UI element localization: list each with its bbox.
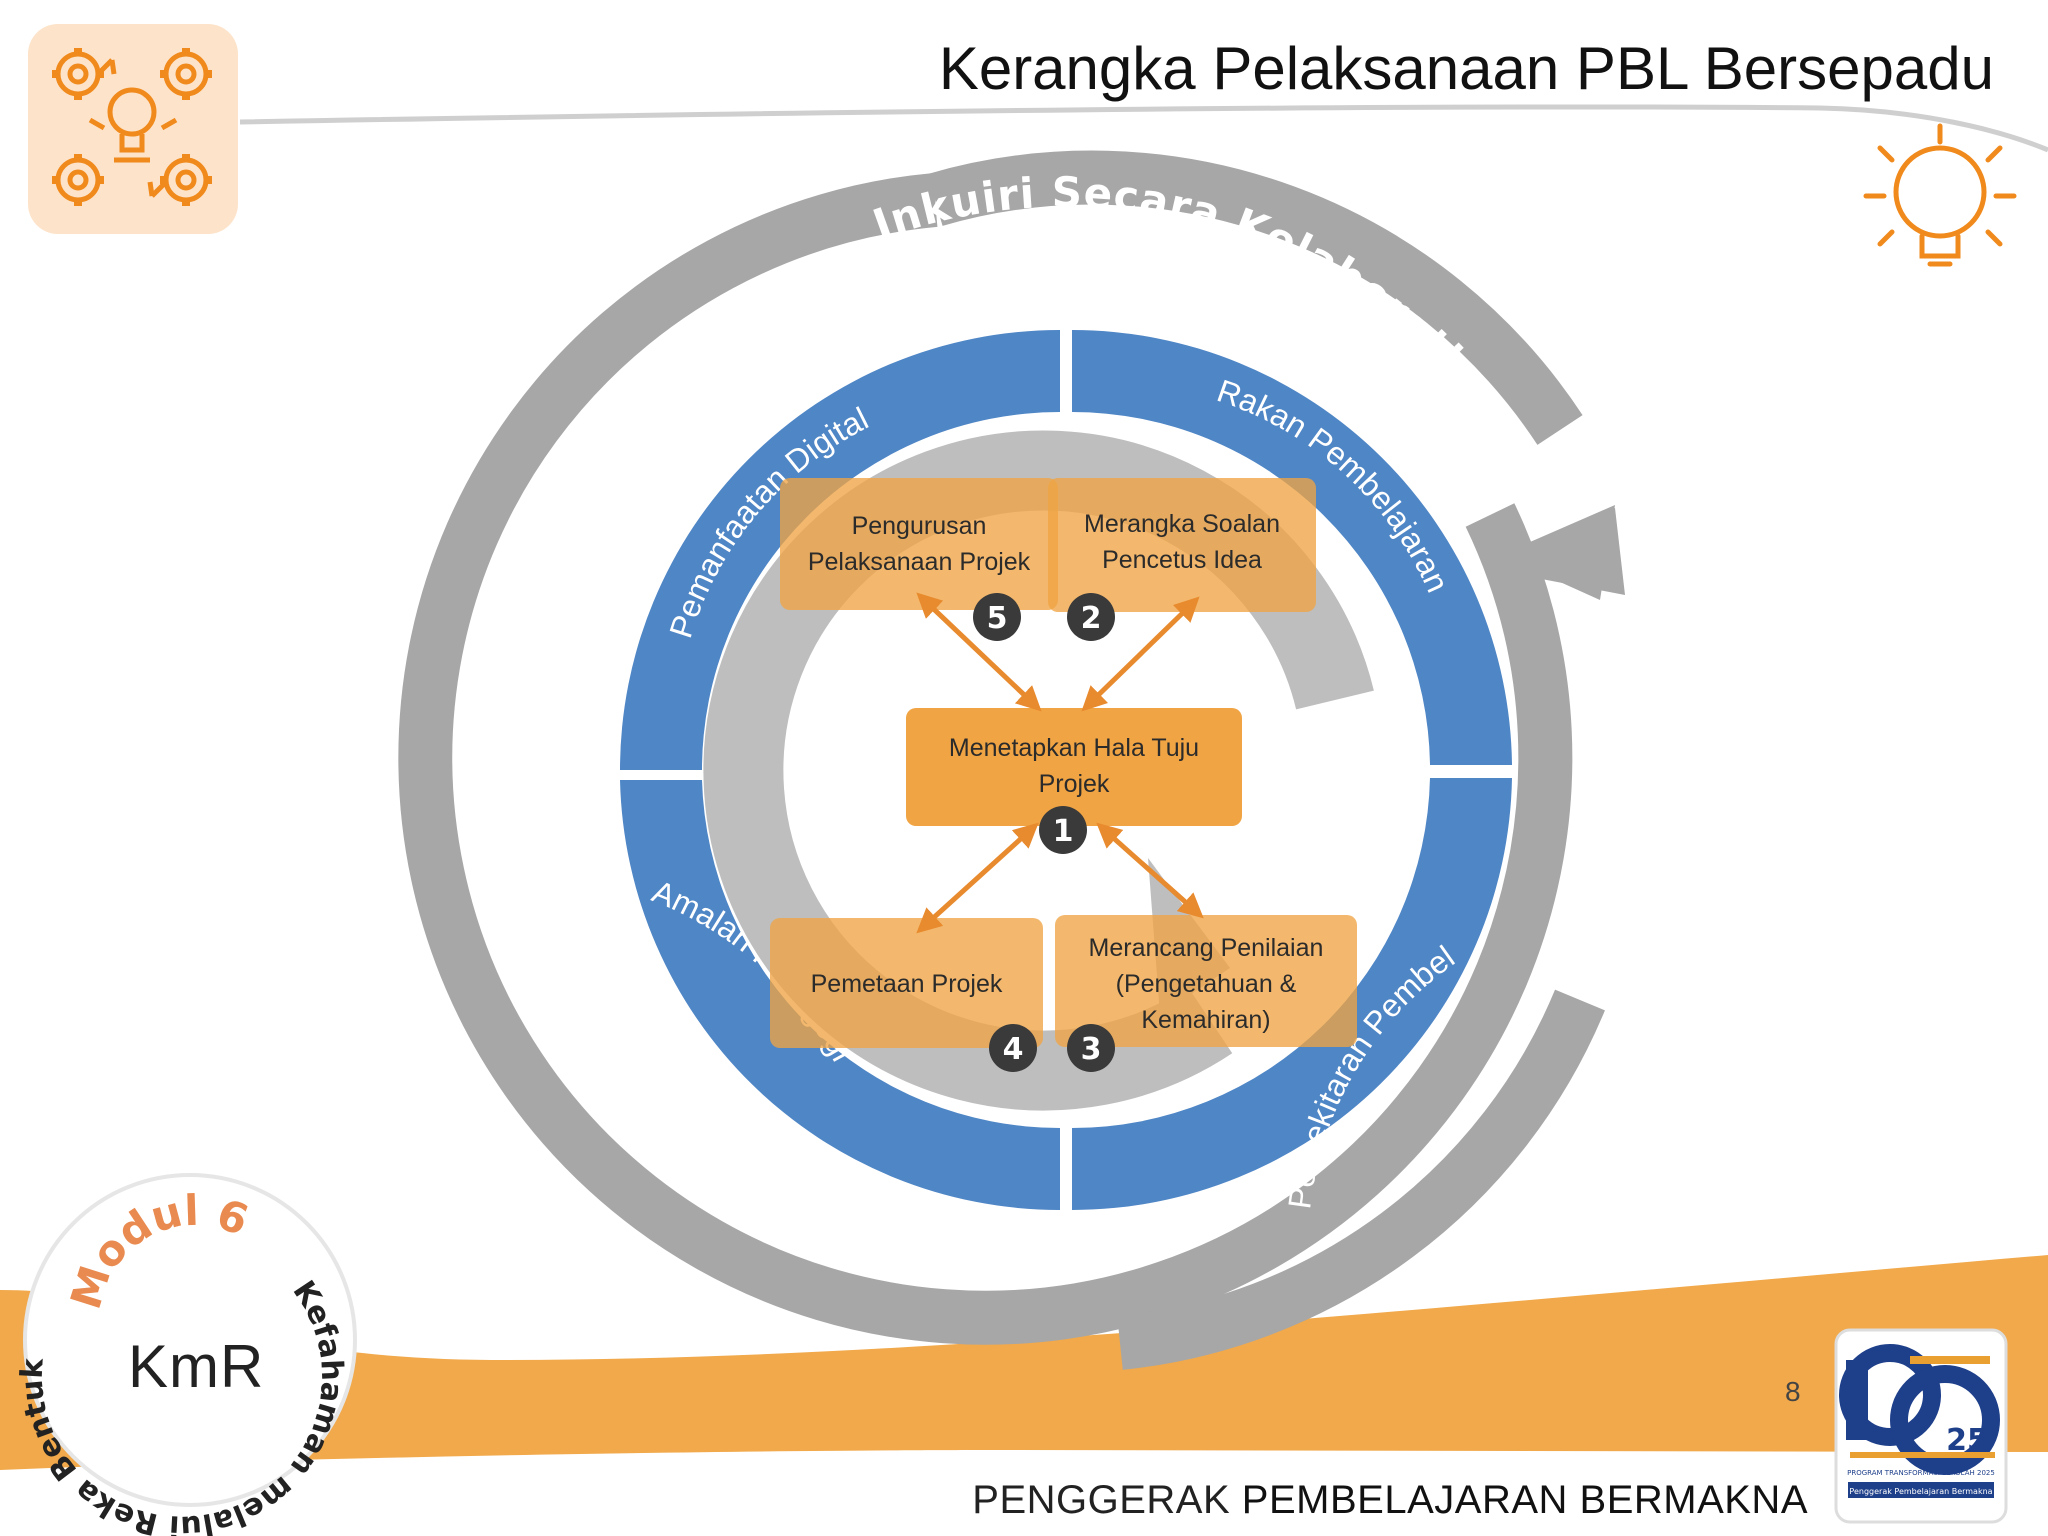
step-box-5 (780, 478, 1058, 610)
segment-amalan-pedagogi (620, 780, 1060, 1210)
page-title: Kerangka Pelaksanaan PBL Bersepadu (938, 35, 1994, 102)
badge-1: 1 (1053, 814, 1074, 849)
segment-rakan-pembelajaran (1072, 330, 1512, 765)
module-badge: Modul 6 Kefahaman melalui Reka Bentuk (15, 1173, 357, 1536)
logo-line1: PROGRAM TRANSFORMASI SEKOLAH 2025 (1847, 1469, 1995, 1477)
outer-ring (398, 173, 1573, 1345)
step-3-text: Merancang Penilaian (Pengetahuan & Kemah… (1055, 930, 1357, 1038)
badge-abbr: KmR (128, 1333, 265, 1400)
step-box-3 (1055, 915, 1357, 1047)
gears-lightbulb-icon (28, 24, 238, 234)
center-line1: Menetapkan Hala Tuju (948, 734, 1200, 762)
step-4-text: Pemetaan Projek (770, 966, 1043, 1002)
badge-4: 4 (1003, 1032, 1024, 1067)
step-3-line3: Kemahiran) (1141, 1006, 1271, 1034)
footer-bold: PEMBELAJARAN BERMAKNA (1241, 1478, 1808, 1522)
step-5-line2: Pelaksanaan Projek (807, 548, 1031, 576)
step-box-2 (1048, 478, 1316, 612)
segment-persekitaran-pembelajaran (1072, 778, 1512, 1211)
logo-line2: Penggerak Pembelajaran Bermakna (1849, 1487, 1992, 1496)
connector-arrows (916, 592, 1204, 934)
step-3-line1: Merancang Penilaian (1088, 934, 1324, 962)
step-2-text: Merangka Soalan Pencetus Idea (1048, 506, 1316, 578)
outer-ring-arrowhead-2 (1500, 505, 1615, 600)
outer-ring-bottom (1117, 989, 1605, 1370)
page-number: 8 (1785, 1376, 1801, 1407)
footer-light: PENGGERAK (972, 1478, 1231, 1522)
step-4-line1: Pemetaan Projek (810, 970, 1003, 998)
badge-3: 3 (1081, 1032, 1102, 1067)
outer-ring-tail (927, 150, 1583, 445)
step-2-line1: Merangka Soalan (1084, 510, 1280, 538)
center-line2: Projek (1038, 770, 1110, 798)
center-box (906, 708, 1242, 826)
header-divider (239, 104, 2048, 153)
lightbulb-icon (1863, 123, 2017, 267)
step-5-line1: Pengurusan (851, 512, 987, 540)
center-step-text: Menetapkan Hala Tuju Projek (906, 730, 1242, 802)
footer-white-band (0, 1450, 2048, 1536)
footer-tagline: PENGGERAK PEMBELAJARAN BERMAKNA (972, 1478, 1808, 1523)
badge-2: 2 (1081, 601, 1102, 636)
badge-5: 5 (987, 601, 1008, 636)
step-boxes (770, 478, 1357, 1048)
step-box-4 (770, 918, 1043, 1048)
blue-ring (620, 330, 1512, 1211)
ts25-logo: 25 PROGRAM TRANSFORMASI SEKOLAH 2025 Pen… (1834, 1328, 2008, 1524)
segment-pemanfaatan-digital (620, 330, 1060, 770)
logo-number: 25 (1946, 1423, 1988, 1458)
step-2-line2: Pencetus Idea (1102, 546, 1262, 574)
step-3-line2: (Pengetahuan & (1115, 970, 1297, 998)
step-5-text: Pengurusan Pelaksanaan Projek (780, 508, 1058, 580)
number-badges: 5 2 1 4 3 (973, 593, 1115, 1072)
